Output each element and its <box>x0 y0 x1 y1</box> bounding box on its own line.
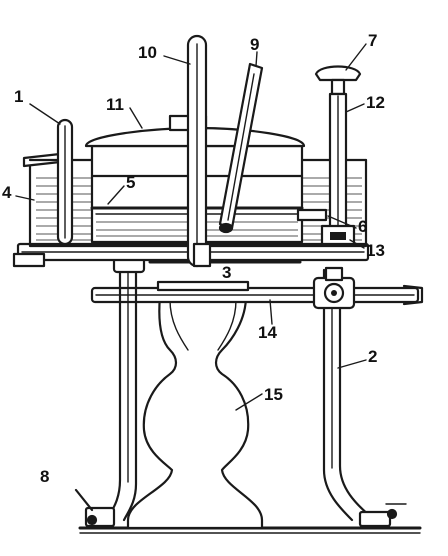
thermometer-central <box>186 34 208 268</box>
label-12: 12 <box>366 93 385 112</box>
thermometer-left <box>56 118 74 246</box>
label-9: 9 <box>250 35 259 54</box>
label-7: 7 <box>368 31 377 50</box>
leader-lines <box>15 43 367 411</box>
label-1: 1 <box>14 87 23 106</box>
label-2: 2 <box>368 347 377 366</box>
clamp-element <box>296 208 328 222</box>
right-foot-valve <box>358 503 407 528</box>
label-6: 6 <box>358 217 367 236</box>
thermometer-tilted <box>218 62 264 234</box>
central-column <box>126 294 264 530</box>
label-11: 11 <box>106 95 124 114</box>
labels: 1 2 3 4 5 6 7 8 9 10 11 12 13 14 15 <box>2 31 385 486</box>
label-4: 4 <box>2 183 12 202</box>
label-15: 15 <box>264 385 283 404</box>
stirrer <box>314 65 362 246</box>
label-14: 14 <box>258 323 277 342</box>
drain-tap <box>74 488 116 528</box>
junction-element <box>192 242 212 268</box>
label-5: 5 <box>126 173 135 192</box>
cross-bar <box>90 280 424 306</box>
label-10: 10 <box>138 43 157 62</box>
label-8: 8 <box>40 467 49 486</box>
label-13: 13 <box>366 241 385 260</box>
label-3: 3 <box>222 263 231 282</box>
cross-valve <box>312 266 356 310</box>
